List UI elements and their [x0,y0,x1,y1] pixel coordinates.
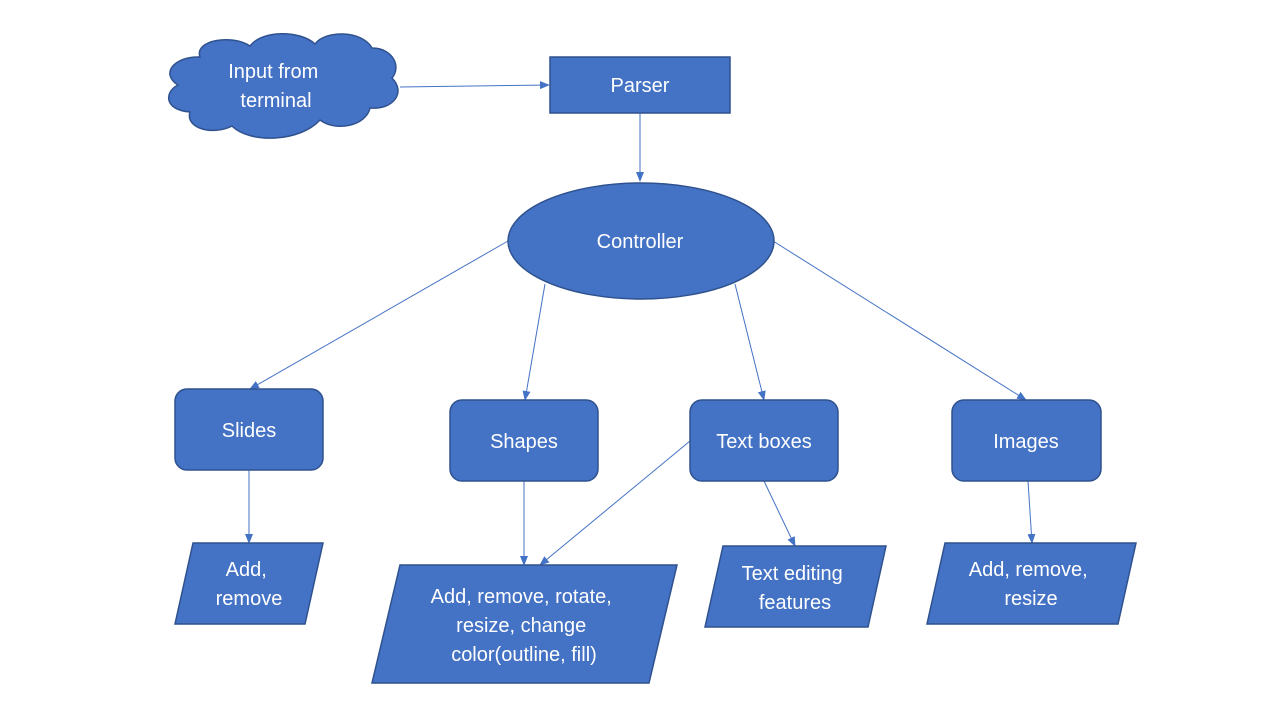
edge-input-to-parser [399,81,550,90]
text-ops-line-2: features [759,592,831,614]
parser-node[interactable]: Parser [549,56,731,114]
images-ops-label: Add, remove, resize [969,559,1094,610]
images-rect [951,399,1102,482]
text-ops-label: Text editing features [742,563,849,614]
controller-ellipse [507,182,775,300]
edge-controller-to-images [772,240,1027,401]
images-ops-line-1: Add, remove, [969,559,1088,581]
shapes-ops-parallelogram [371,564,678,684]
slides-ops-line-2: remove [216,588,283,610]
edge-textboxes-to-text-ops [763,480,796,547]
slides-ops-line-1: Add, [226,559,267,581]
text-ops-line-1: Text editing [742,563,843,585]
slides-ops-parallelogram [174,542,324,625]
slides-ops-label: Add, remove [216,559,283,610]
parser-label: Parser [611,75,670,97]
controller-node[interactable]: Controller [507,182,775,300]
shapes-ops-line-1: Add, remove, rotate, [431,586,612,608]
textboxes-node[interactable]: Text boxes [689,399,839,482]
textboxes-label: Text boxes [716,431,812,453]
edge-textboxes-to-shapes-ops [539,440,691,566]
text-ops-node[interactable]: Text editing features [704,545,887,628]
slides-rect [174,388,324,471]
nodes-layer: Input from terminal Parser Controller Sl… [168,33,1137,684]
input-cloud-node[interactable]: Input from terminal [168,33,399,139]
slides-label: Slides [222,420,276,442]
shapes-ops-line-3: color(outline, fill) [451,644,597,666]
images-ops-node[interactable]: Add, remove, resize [926,542,1137,625]
shapes-rect [449,399,599,482]
edge-controller-to-textboxes [734,283,766,401]
input-cloud-line-2: terminal [240,90,311,112]
images-ops-parallelogram [926,542,1137,625]
images-ops-line-2: resize [1004,588,1057,610]
controller-label: Controller [597,231,684,253]
parser-rect [549,56,731,114]
images-node[interactable]: Images [951,399,1102,482]
edge-images-to-images-ops [1027,480,1036,544]
slides-ops-node[interactable]: Add, remove [174,542,324,625]
edges-layer [245,81,1036,566]
cloud-shape [168,33,399,139]
images-label: Images [993,431,1059,453]
textboxes-rect [689,399,839,482]
shapes-node[interactable]: Shapes [449,399,599,482]
shapes-ops-node[interactable]: Add, remove, rotate, resize, change colo… [371,564,678,684]
shapes-ops-label: Add, remove, rotate, resize, change colo… [431,586,618,666]
slides-node[interactable]: Slides [174,388,324,471]
edge-controller-to-slides [249,240,509,390]
input-cloud-label: Input from terminal [228,61,324,112]
shapes-ops-line-2: resize, change [456,615,586,637]
text-ops-parallelogram [704,545,887,628]
input-cloud-line-1: Input from [228,61,318,83]
shapes-label: Shapes [490,431,558,453]
edge-controller-to-shapes [522,283,546,401]
